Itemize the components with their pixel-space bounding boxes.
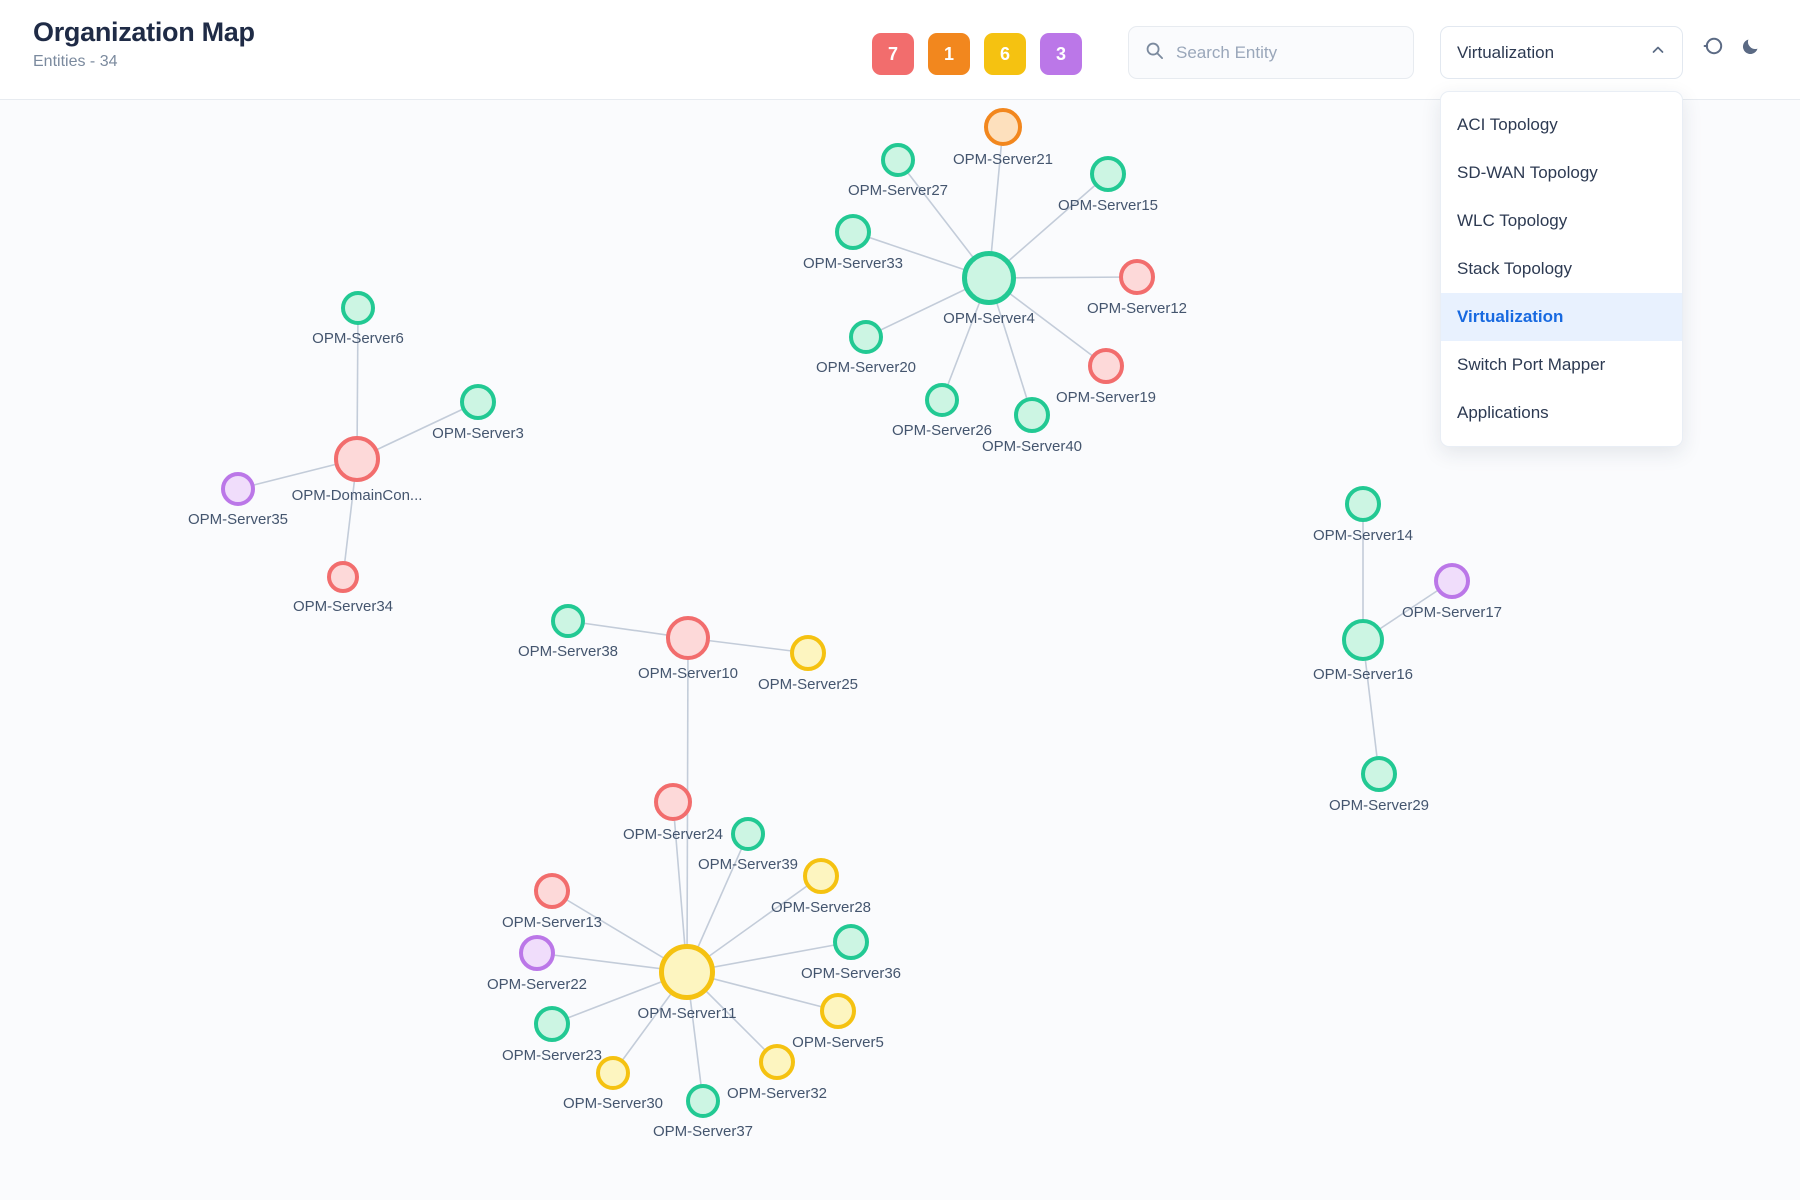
topology-select[interactable]: Virtualization [1440,26,1683,79]
status-badge-count: 7 [887,43,898,64]
status-badge-count: 1 [943,43,954,64]
dropdown-item-applications[interactable]: Applications [1441,389,1682,437]
topology-node[interactable] [1090,156,1126,192]
topology-node[interactable] [534,873,570,909]
dropdown-item-virtualization[interactable]: Virtualization [1441,293,1682,341]
search-input[interactable] [1176,42,1386,63]
dark-mode-moon-icon[interactable] [1740,35,1762,62]
dropdown-item-wlc-topology[interactable]: WLC Topology [1441,197,1682,245]
dropdown-item-label: WLC Topology [1457,211,1568,230]
topology-node[interactable] [925,383,959,417]
topology-node[interactable] [803,858,839,894]
dropdown-item-label: ACI Topology [1457,115,1558,134]
topology-node[interactable] [962,251,1016,305]
search-icon [1145,41,1164,65]
refresh-icon[interactable] [1702,35,1724,62]
topology-node[interactable] [686,1084,720,1118]
topology-node[interactable] [1342,619,1384,661]
status-badge-major[interactable]: 1 [928,33,970,75]
topology-node[interactable] [666,616,710,660]
status-badge-group: 7 1 6 3 [872,33,1082,75]
dropdown-item-label: Applications [1457,403,1549,422]
topology-node[interactable] [659,944,715,1000]
topology-node[interactable] [881,143,915,177]
topology-node[interactable] [849,320,883,354]
topology-node[interactable] [759,1044,795,1080]
status-badge-info[interactable]: 3 [1040,33,1082,75]
topology-edge [672,801,688,973]
dropdown-item-label: SD-WAN Topology [1457,163,1598,182]
topology-node[interactable] [1434,563,1470,599]
topology-node[interactable] [221,472,255,506]
dropdown-item-label: Virtualization [1457,307,1564,326]
page-header: Organization Map Entities - 34 7 1 6 3 Virt… [0,0,1800,100]
topology-node[interactable] [534,1006,570,1042]
topology-edge [356,307,359,460]
dropdown-item-label: Stack Topology [1457,259,1572,278]
topology-node[interactable] [820,993,856,1029]
topology-node[interactable] [1345,486,1381,522]
status-badge-warning[interactable]: 6 [984,33,1026,75]
topology-node[interactable] [835,214,871,250]
header-icon-group [1702,35,1762,62]
topology-node[interactable] [654,783,692,821]
entity-count-subtitle: Entities - 34 [33,53,118,70]
topology-node[interactable] [334,436,380,482]
title-block: Organization Map Entities - 34 [33,16,255,72]
topology-edge [1362,639,1380,775]
topology-node[interactable] [551,604,585,638]
topology-node[interactable] [1088,348,1124,384]
topology-node[interactable] [1361,756,1397,792]
dropdown-item-switch-port-mapper[interactable]: Switch Port Mapper [1441,341,1682,389]
topology-node[interactable] [984,108,1022,146]
topology-node[interactable] [1119,259,1155,295]
search-box[interactable] [1128,26,1414,79]
status-badge-count: 6 [999,43,1010,64]
topology-node[interactable] [1014,397,1050,433]
status-badge-count: 3 [1055,43,1066,64]
topology-select-value: Virtualization [1457,42,1555,62]
page-title: Organization Map [33,17,255,47]
topology-node[interactable] [596,1056,630,1090]
chevron-up-icon [1650,42,1666,63]
topology-node[interactable] [341,291,375,325]
dropdown-item-sd-wan-topology[interactable]: SD-WAN Topology [1441,149,1682,197]
topology-node[interactable] [731,817,765,851]
topology-node[interactable] [327,561,359,593]
dropdown-item-stack-topology[interactable]: Stack Topology [1441,245,1682,293]
dropdown-item-aci-topology[interactable]: ACI Topology [1441,101,1682,149]
topology-node[interactable] [460,384,496,420]
status-badge-critical[interactable]: 7 [872,33,914,75]
topology-node[interactable] [519,935,555,971]
topology-node[interactable] [833,924,869,960]
topology-node[interactable] [790,635,826,671]
dropdown-item-label: Switch Port Mapper [1457,355,1606,374]
